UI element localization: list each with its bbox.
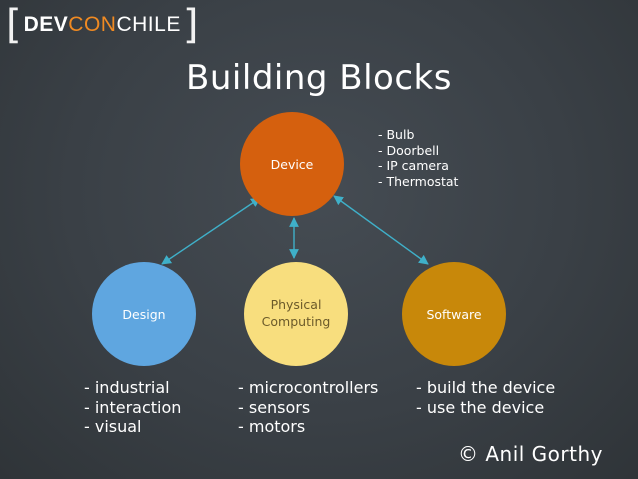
device-circle — [240, 112, 344, 216]
design-list-item: - interaction — [84, 397, 182, 417]
physical-computing-circle — [244, 262, 348, 366]
design-list-item: - industrial — [84, 378, 170, 397]
device-example: - Thermostat — [378, 173, 459, 189]
slide-title: Building Blocks — [186, 58, 452, 98]
devconchile-logo: [ DEVCONCHILE ] — [6, 2, 199, 48]
logo-con-text: CON — [68, 13, 117, 36]
software-circle — [402, 262, 506, 366]
logo-bracket-close: ] — [182, 2, 199, 48]
arrow-software-device — [333, 195, 429, 265]
design-label: Design — [122, 307, 166, 322]
physical-computing-list: - microcontrollers - sensors - motors — [238, 378, 378, 437]
logo-dev-text: DEV — [23, 13, 69, 36]
software-list: - build the device - use the device — [416, 378, 555, 417]
logo-bracket-open: [ — [6, 2, 22, 48]
physical-list-item: - motors — [238, 417, 306, 436]
design-list-item: - visual — [84, 417, 142, 436]
design-circle — [92, 262, 196, 366]
device-label: Device — [270, 157, 314, 172]
device-example: - Doorbell — [378, 142, 440, 158]
software-list-item: - build the device — [416, 378, 556, 397]
device-example: - Bulb — [378, 127, 415, 142]
device-examples-list: - Bulb - Doorbell - IP camera - Thermost… — [378, 127, 458, 189]
physical-list-item: - sensors — [238, 397, 311, 417]
physical-label-line1: Physical — [270, 297, 322, 312]
design-list: - industrial - interaction - visual — [84, 378, 181, 437]
device-example: - IP camera — [378, 158, 449, 173]
author-credit: © Anil Gorthy — [458, 442, 603, 466]
software-list-item: - use the device — [416, 397, 545, 417]
logo-chile-text: CHILE — [116, 13, 181, 36]
arrow-design-device — [161, 197, 261, 265]
physical-list-item: - microcontrollers — [238, 378, 379, 397]
software-label: Software — [426, 307, 482, 322]
physical-computing-label: Physical Computing — [244, 296, 348, 330]
physical-label-line2: Computing — [261, 314, 331, 329]
